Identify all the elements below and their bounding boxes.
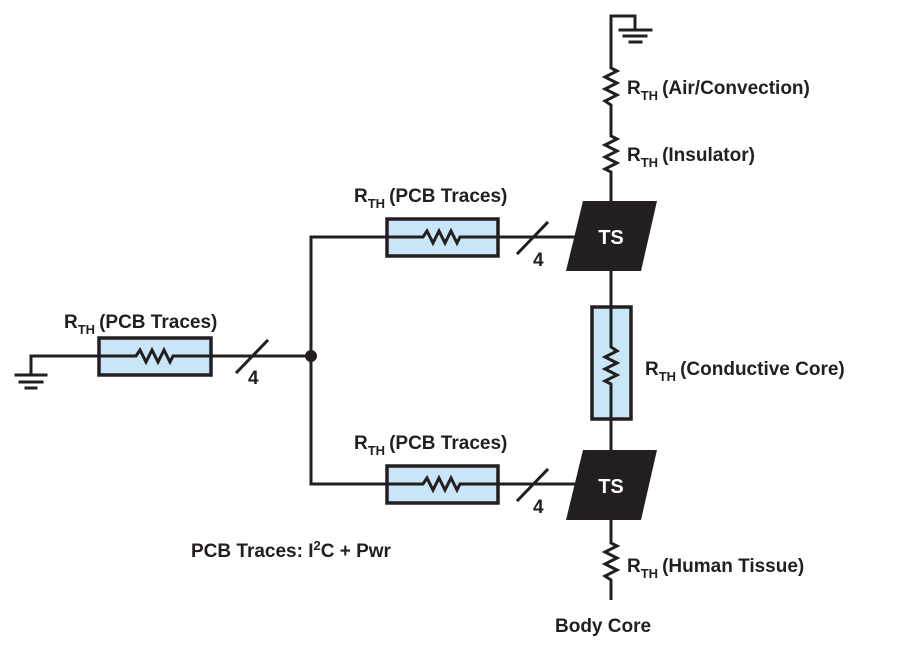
ts-bottom-label: TS [598,476,624,498]
bus-slash-bottom [515,467,550,503]
resistor-human-tissue [601,520,621,600]
resistor-air-convection [601,62,621,130]
label-body-core: Body Core [555,616,651,637]
label-rth-pcb-traces-bottom: RTH(PCB Traces) [354,433,507,458]
resistor-pcb-traces-top [385,217,500,258]
label-rth-air-convection: RTH(Air/Convection) [627,78,810,103]
label-rth-pcb-traces-top: RTH(PCB Traces) [354,186,507,211]
temperature-sensor-bottom: TS [566,450,657,520]
resistor-pcb-traces-bottom [385,464,500,505]
bus-width-bottom: 4 [533,497,544,518]
bus-slash-top [515,220,550,256]
temperature-sensor-top: TS [566,201,657,271]
ground-top [609,14,653,64]
resistor-pcb-traces-left [97,336,213,377]
resistor-conductive-core [590,305,633,421]
note-pcb-traces: PCB Traces: I2C + Pwr [191,538,392,562]
ts-top-label: TS [598,227,624,249]
ground-left [14,354,100,390]
label-rth-pcb-traces-left: RTH(PCB Traces) [64,312,217,337]
label-rth-human-tissue: RTH(Human Tissue) [627,556,804,581]
bus-width-top: 4 [533,250,544,271]
bus-width-left: 4 [248,368,259,389]
label-rth-conductive-core: RTH(Conductive Core) [645,359,845,384]
bus-slash-left [234,338,270,375]
resistor-insulator [601,130,621,201]
label-rth-insulator: RTH(Insulator) [627,145,755,170]
wire-branch [309,235,388,486]
